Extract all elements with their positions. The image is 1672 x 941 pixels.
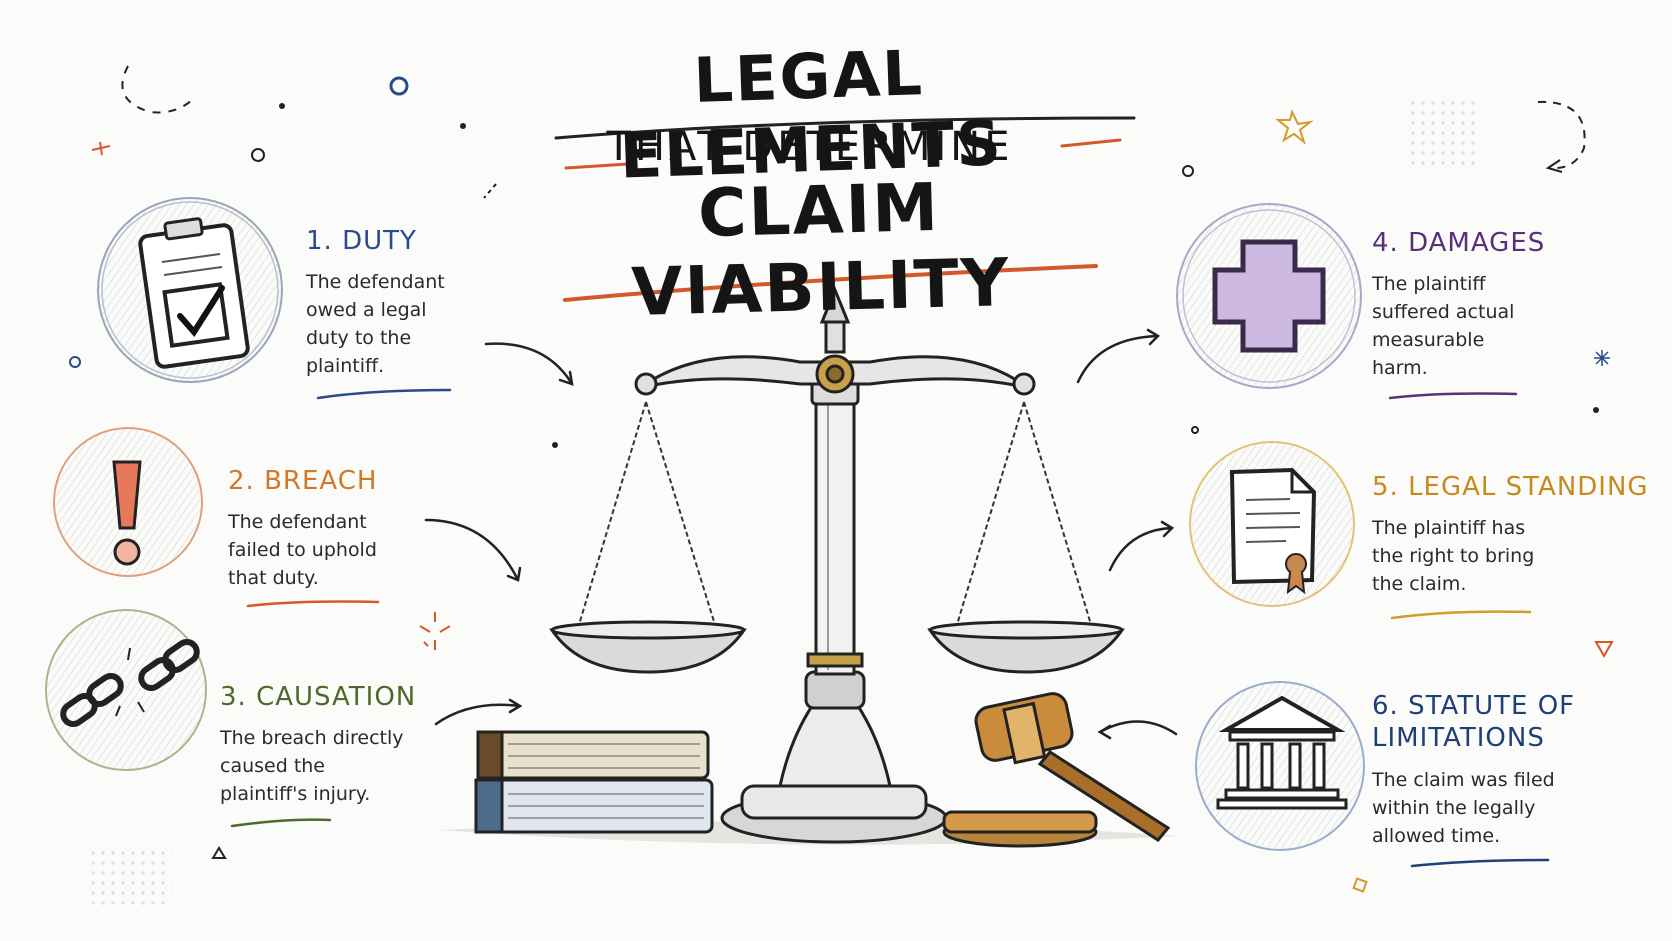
element-title: 5. LEGAL STANDING [1372,472,1649,502]
element-breach: 2. BREACH The defendant failed to uphold… [228,466,458,592]
doodle-decorations [69,65,1614,893]
element-statute-of-limitations: 6. STATUTE OF LIMITATIONS The claim was … [1372,690,1632,850]
exclamation-icon [53,427,203,577]
dot-grid-decoration [1410,98,1482,168]
element-title: 3. CAUSATION [220,682,417,712]
element-title: 4. DAMAGES [1372,228,1546,258]
doodle-dots [279,103,1599,448]
description-line: The claim was filed [1372,769,1555,791]
description-line: plaintiff's injury. [220,783,371,805]
description-line: that duty. [228,567,319,589]
description-line: The breach directly [220,727,404,749]
element-description: The plaintiff has the right to bring the… [1372,514,1642,598]
gavel-illustration [942,692,1171,848]
description-line: failed to uphold [228,539,377,561]
description-line: The plaintiff [1372,273,1486,295]
element-description: The defendant owed a legal duty to the p… [306,268,506,380]
element-legal-standing: 5. LEGAL STANDING The plaintiff has the … [1372,472,1649,598]
element-title: 1. DUTY [306,226,417,256]
element-description: The plaintiff suffered actual measurable… [1372,270,1572,382]
description-line: measurable [1372,329,1485,351]
description-line: allowed time. [1372,825,1501,847]
certificate-document-icon [1189,441,1355,607]
element-description: The defendant failed to uphold that duty… [228,508,458,592]
dot-grid-decoration [92,848,172,908]
books-illustration [474,730,714,834]
description-line: The plaintiff has [1372,517,1526,539]
element-title: 6. STATUTE OF LIMITATIONS [1372,691,1576,753]
element-causation: 3. CAUSATION The breach directly caused … [220,682,460,808]
description-line: duty to the [306,327,412,349]
description-line: the right to bring [1372,545,1535,567]
description-line: the claim. [1372,573,1467,595]
description-line: owed a legal [306,299,427,321]
text-underlines [230,388,1550,868]
element-duty: 1. DUTY The defendant owed a legal duty … [306,226,506,380]
scales-of-justice-illustration [549,286,1125,844]
courthouse-icon [1195,681,1365,851]
medical-cross-icon [1176,203,1362,389]
description-line: harm. [1372,357,1428,379]
description-line: within the legally [1372,797,1536,819]
description-line: The defendant [228,511,367,533]
description-line: caused the [220,755,326,777]
description-line: plaintiff. [306,355,385,377]
element-description: The claim was filed within the legally a… [1372,766,1632,850]
title-line-3: CLAIM VIABILITY [630,168,1012,331]
element-damages: 4. DAMAGES The plaintiff suffered actual… [1372,228,1572,382]
connector-arrows [424,328,1178,740]
description-line: suffered actual [1372,301,1515,323]
element-title: 2. BREACH [228,466,378,496]
broken-chain-icon [45,609,207,771]
title-underlines [554,116,1136,302]
description-line: The defendant [306,271,445,293]
title-line-2: THAT DETERMINE [606,124,1014,170]
clipboard-check-icon [97,197,283,383]
element-description: The breach directly caused the plaintiff… [220,724,460,808]
